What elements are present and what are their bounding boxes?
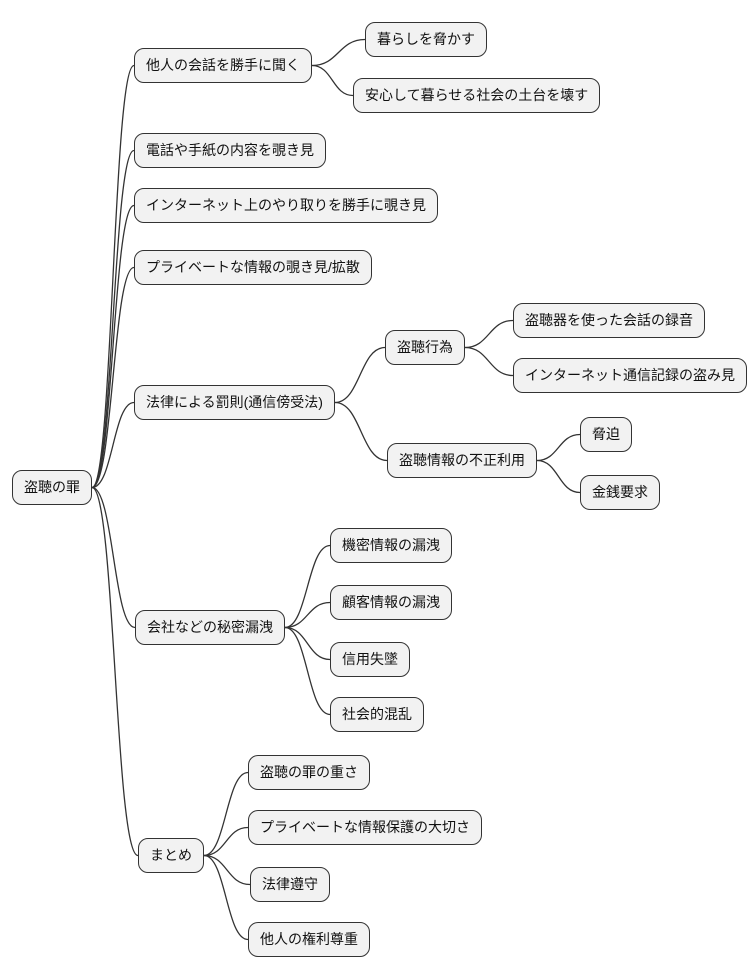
mindmap-node-n5a: 盗聴行為 — [385, 330, 465, 365]
mindmap-node-n5b: 盗聴情報の不正利用 — [387, 443, 537, 478]
mindmap-node-n1a: 暮らしを脅かす — [365, 22, 487, 57]
mindmap-link-root-n2 — [91, 149, 135, 489]
mindmap-node-n7d: 他人の権利尊重 — [248, 922, 370, 957]
mindmap-node-n1b: 安心して暮らせる社会の土台を壊す — [353, 78, 601, 113]
mindmap-link-n5b-n5b1 — [536, 433, 581, 462]
mindmap-link-n6-n6a — [284, 544, 331, 629]
mindmap-node-n7c: 法律遵守 — [250, 867, 330, 902]
mindmap-link-n7-n7a — [203, 771, 249, 857]
mindmap-link-n5a-n5a1 — [464, 319, 514, 349]
mindmap-node-n7b: プライベートな情報保護の大切さ — [248, 810, 482, 845]
mindmap-link-root-n1 — [91, 64, 135, 489]
mindmap-link-root-n5 — [91, 401, 135, 489]
mindmap-link-root-n6 — [91, 486, 136, 629]
mindmap-link-n7-n7b — [203, 826, 249, 857]
mindmap-link-n1-n1b — [311, 64, 354, 97]
mindmap-link-n5-n5b — [334, 401, 388, 462]
mindmap-node-n5a2: インターネット通信記録の盗み見 — [513, 358, 747, 393]
mindmap-node-n5b2: 金銭要求 — [580, 475, 660, 510]
mindmap-node-n5b1: 脅迫 — [580, 417, 632, 452]
mindmap-node-n6: 会社などの秘密漏洩 — [135, 610, 285, 645]
mindmap-root-node: 盗聴の罪 — [12, 470, 92, 505]
mindmap-node-n5: 法律による罰則(通信傍受法) — [134, 385, 335, 420]
mindmap-link-root-n7 — [91, 486, 139, 857]
mindmap-node-n3: インターネット上のやり取りを勝手に覗き見 — [134, 188, 438, 223]
mindmap-node-n1: 他人の会話を勝手に聞く — [134, 48, 312, 83]
mindmap-link-n5-n5a — [334, 346, 386, 404]
mindmap-link-n7-n7c — [203, 854, 251, 886]
mindmap-node-n2: 電話や手紙の内容を覗き見 — [134, 133, 326, 168]
mindmap-node-n5a1: 盗聴器を使った会話の録音 — [513, 303, 705, 338]
mindmap-link-root-n3 — [91, 204, 135, 489]
mindmap-link-n1-n1a — [311, 38, 366, 67]
mindmap-link-n7-n7d — [203, 854, 249, 941]
mindmap-link-n6-n6d — [284, 626, 331, 716]
mindmap-link-n6-n6b — [284, 601, 331, 629]
mindmap-link-root-n4 — [91, 266, 135, 489]
mindmap-link-n5b-n5b2 — [536, 459, 581, 494]
mindmap-node-n6c: 信用失墜 — [330, 642, 410, 677]
mindmap-link-n6-n6c — [284, 626, 331, 661]
mindmap-node-n6d: 社会的混乱 — [330, 697, 424, 732]
mindmap-node-n4: プライベートな情報の覗き見/拡散 — [134, 250, 372, 285]
mindmap-node-n6b: 顧客情報の漏洩 — [330, 585, 452, 620]
mindmap-node-n7: まとめ — [138, 838, 204, 873]
mindmap-node-n6a: 機密情報の漏洩 — [330, 528, 452, 563]
mindmap-node-n7a: 盗聴の罪の重さ — [248, 755, 370, 790]
mindmap-link-n5a-n5a2 — [464, 346, 514, 377]
